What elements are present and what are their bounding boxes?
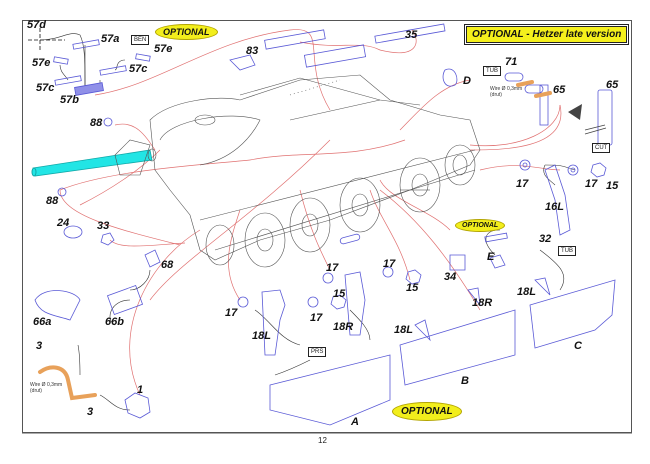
part-label: 65 [553, 84, 566, 96]
part-label: B [461, 375, 469, 387]
part-label: 17 [326, 262, 339, 274]
part-label: C [574, 340, 582, 352]
part-label: 35 [405, 29, 418, 41]
part-label: 88 [90, 117, 103, 129]
part-label: 17 [516, 178, 529, 190]
part-label: 18R [333, 321, 354, 333]
part-label: 83 [246, 45, 259, 57]
page-number: 12 [318, 436, 327, 445]
part-label: 15 [406, 282, 419, 294]
part-label: 66a [33, 316, 52, 328]
part-label: 32 [539, 233, 552, 245]
part-label: 57a [101, 33, 120, 45]
part-label: 88 [46, 195, 59, 207]
crosshair-icon [28, 28, 65, 52]
part-label: 71 [505, 56, 518, 68]
part-label: 18L [252, 330, 271, 342]
part-label: 34 [444, 271, 457, 283]
part-label: 3 [36, 340, 43, 352]
part-label: 1 [137, 384, 144, 396]
part-label: 57c [129, 63, 148, 75]
part-label: D [463, 75, 471, 87]
tubes [339, 72, 544, 245]
part-label: 15 [333, 288, 346, 300]
wire-note-line: Wire Ø 0,3mm [30, 382, 63, 388]
optional-label-bottom: OPTIONAL [392, 402, 462, 421]
wire-note-line: (drut) [490, 92, 502, 98]
optional-label-top: OPTIONAL [155, 24, 218, 40]
part-label: 57e [32, 57, 51, 69]
material-badge-cut: CUT [592, 143, 611, 153]
wire-note-bottom-left: Wire Ø 0,3mm (drut) [30, 382, 62, 394]
part-label: 33 [97, 220, 110, 232]
wire-note-top-right: Wire Ø 0,3mm (drut) [490, 86, 522, 98]
part-label: 17 [585, 178, 598, 190]
part-label: 18L [517, 286, 536, 298]
optional-version-banner: OPTIONAL - Hetzer late version [463, 24, 630, 45]
part-label: 17 [310, 312, 323, 324]
tank-hull [114, 74, 481, 268]
part-label: 17 [383, 258, 396, 270]
photoetch-parts [34, 23, 616, 426]
wire-note-line: Wire Ø 0,3mm [490, 86, 523, 92]
part-label: A [351, 416, 359, 428]
material-badge-ben: BEN [131, 35, 150, 45]
part-label: 57b [60, 94, 79, 106]
wire-note-line: (drut) [30, 388, 42, 394]
part-label: 3 [87, 406, 94, 418]
part-label: 17 [225, 307, 238, 319]
part-label: 66b [105, 316, 124, 328]
part-label: 24 [57, 217, 70, 229]
optional-label-middle: OPTIONAL [455, 219, 506, 232]
part-label: 15 [606, 180, 619, 192]
part-label: 57c [36, 82, 55, 94]
part-label: 68 [161, 259, 174, 271]
material-badge-tub-top: TUB [483, 66, 501, 76]
gun-barrel [31, 148, 157, 177]
part-label: E [487, 251, 495, 263]
part-label: 16L [545, 201, 564, 213]
cutter-icon [584, 124, 607, 135]
detail-arrow-icon [568, 104, 582, 120]
leader-lines-red [59, 29, 562, 396]
part-label: 18L [394, 324, 413, 336]
material-badge-tub-right: TUB [558, 246, 576, 256]
part-label: 18R [472, 297, 493, 309]
brass-wires [38, 80, 552, 401]
part-label: 65 [606, 79, 619, 91]
part-label: 57d [27, 19, 46, 31]
part-label: 57e [154, 43, 173, 55]
material-badge-prs: PRS [308, 347, 327, 357]
